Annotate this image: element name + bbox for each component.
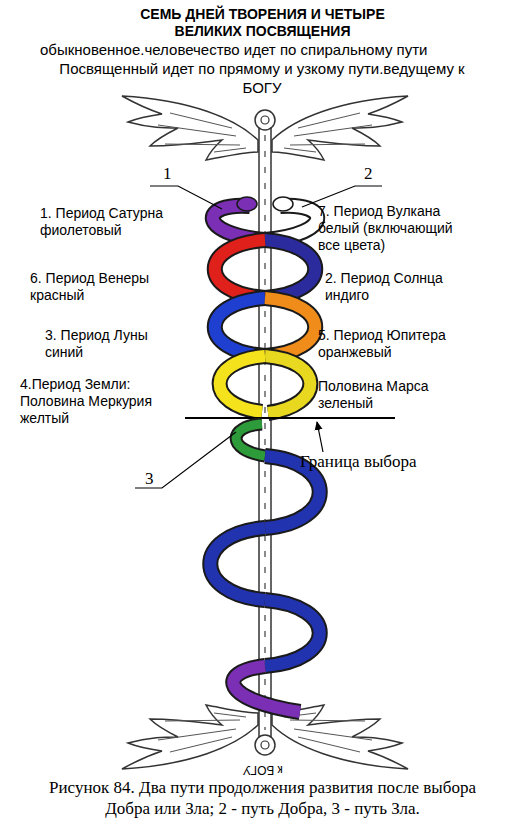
- snake-outline: [265, 600, 320, 666]
- snake-head: [237, 197, 257, 211]
- snake-outline: [215, 240, 265, 298]
- callout-number: 1: [163, 164, 172, 184]
- period-label: 5. Период Юпитера оранжевый: [318, 327, 463, 361]
- staff-arrows: [264, 135, 266, 730]
- snake-yellow: [265, 356, 310, 413]
- snake-green: [236, 424, 265, 456]
- snake-blue: [210, 528, 265, 600]
- snake-outline: [236, 424, 265, 456]
- bottom-wings: [122, 705, 408, 769]
- snake-outline: [265, 356, 310, 413]
- subtitle: обыкновенное.человечество идет по спирал…: [40, 40, 427, 59]
- snake-outline: [265, 240, 315, 298]
- snake-yellow: [220, 356, 265, 412]
- leader-line: [135, 432, 236, 488]
- period-label: Половина Марса зеленый: [318, 378, 443, 412]
- boundary-label: Граница выбора: [300, 452, 417, 472]
- period-label: 6. Период Венеры красный: [30, 270, 165, 304]
- snake-outline: [215, 298, 265, 356]
- boundary-arrow: [317, 422, 323, 452]
- top-wings: [122, 96, 408, 160]
- callout-number: 3: [145, 469, 154, 489]
- period-label: 4.Период Земли: Половина Меркурия желтый: [20, 376, 160, 427]
- snake-outline: [210, 528, 265, 600]
- figure-caption: Рисунок 84. Два пути продолжения развити…: [40, 777, 485, 819]
- snake-indigo: [265, 240, 315, 298]
- diagram-title: СЕМЬ ДНЕЙ ТВОРЕНИЯ И ЧЕТЫРЕ ВЕЛИКИХ ПОСВ…: [130, 6, 395, 40]
- snake-outline: [220, 356, 265, 412]
- period-label: 3. Период Луны синий: [45, 327, 165, 361]
- snake-violet: [233, 666, 300, 712]
- period-label: 1. Период Сатурна фиолетовый: [40, 205, 175, 239]
- snake-head: [273, 197, 293, 211]
- snake-blue: [265, 600, 320, 666]
- staff: [259, 128, 271, 738]
- snake-red: [215, 240, 265, 298]
- snake-blue: [215, 298, 265, 356]
- inverted-label: к БОГУ: [243, 763, 283, 777]
- period-label: 7. Период Вулкана белый (включающий все …: [318, 203, 468, 254]
- subtitle: Посвященный идет по прямому и узкому пут…: [42, 59, 482, 97]
- snake-orange: [265, 298, 315, 356]
- snake-outline: [265, 298, 315, 356]
- choice-boundary-line: [185, 417, 395, 419]
- snake-outline: [233, 666, 300, 712]
- period-label: 2. Период Солнца индиго: [325, 270, 460, 304]
- callout-number: 2: [364, 164, 373, 184]
